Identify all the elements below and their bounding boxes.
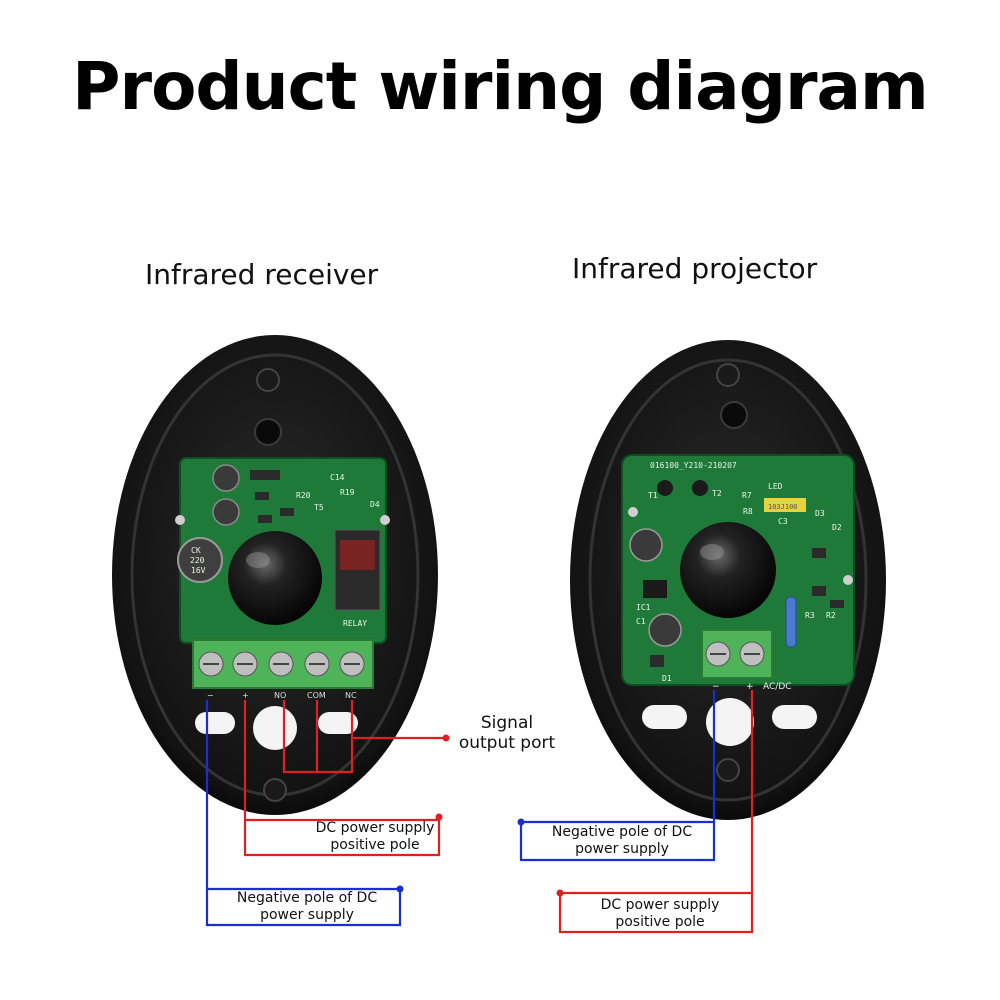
pcb-mark: CK (191, 546, 201, 555)
pcb-mark: C3 (778, 517, 788, 526)
cable-hole (253, 706, 297, 750)
terminal-label: + (242, 691, 249, 700)
pcb-mark: R20 (296, 491, 311, 500)
capacitor (629, 528, 663, 562)
pcb-mark: R2 (826, 611, 836, 620)
page-title: Product wiring diagram (72, 48, 929, 125)
pcb-mark: D2 (832, 523, 842, 532)
cable-hole (706, 698, 754, 746)
terminal-label: NO (274, 691, 286, 700)
smd-component (280, 508, 294, 516)
smd-component (258, 515, 272, 523)
relay-label-area (340, 540, 375, 570)
receiver-label: Infrared receiver (145, 258, 379, 291)
transistor (692, 480, 708, 496)
pcb-mark: RELAY (343, 619, 367, 628)
projector-wires (517, 690, 754, 934)
receiver-terminal-screws (198, 651, 365, 677)
pcb-mark: D3 (815, 509, 825, 518)
capacitor (212, 498, 240, 526)
receiver-wires (205, 700, 450, 927)
large-capacitor (177, 537, 223, 583)
projector-top-screw-hole (716, 363, 740, 387)
pcb-mark: T1 (648, 491, 658, 500)
resistor (785, 596, 797, 648)
projector-ir-lens (680, 522, 776, 618)
tx-negative-wire (519, 690, 716, 862)
cable-slot (642, 705, 687, 729)
diode (812, 586, 826, 596)
pcb-mark: R3 (805, 611, 815, 620)
receiver-top-screw-hole (256, 368, 280, 392)
receiver-mount-hole (254, 418, 282, 446)
smd-component (255, 492, 269, 500)
projector-pcb-screw (843, 575, 853, 585)
pcb-mark: C1 (636, 617, 646, 626)
projector-label: Infrared projector (572, 252, 818, 285)
pcb-mark: R19 (340, 488, 355, 497)
signal-endpoint (442, 734, 450, 742)
cable-slot (318, 712, 358, 734)
pcb-mark: LED (768, 482, 783, 491)
terminal-label: − (712, 682, 720, 692)
rx-negative-wire (205, 700, 402, 927)
terminal-label: COM (307, 691, 326, 700)
cable-slot (772, 705, 817, 729)
pcb-mark: 220 (190, 556, 205, 565)
cable-slot (195, 712, 235, 734)
rx-positive-wire (243, 700, 441, 857)
resistor-smd (830, 600, 844, 608)
pcb-mark: T2 (712, 489, 722, 498)
receiver-pcb-screw (380, 515, 390, 525)
tx-positive-wire (558, 690, 754, 934)
pcb-mark: R7 (742, 491, 752, 500)
terminal-label: + (746, 682, 754, 692)
terminal-label: − (207, 691, 214, 700)
pcb-mark: R8 (743, 507, 753, 516)
pcb-mark: C14 (330, 473, 345, 482)
pcb-mark: T5 (314, 503, 324, 512)
projector-housing-rim (588, 358, 868, 802)
receiver-bottom-screw-hole (263, 778, 287, 802)
pcb-mark: 16V (191, 566, 206, 575)
terminal-label: AC/DC (763, 682, 792, 692)
diode-d1 (650, 655, 664, 667)
pcb-mark: IC1 (636, 603, 651, 612)
receiver-ir-lens (228, 531, 322, 625)
projector-pcb-screw (628, 507, 638, 517)
terminal-label: NC (345, 691, 357, 700)
receiver-pcb-screw (175, 515, 185, 525)
projector-mount-hole (720, 401, 748, 429)
receiver-device: CK 220 16V RELAY R19 R20 D4 C14 T5 − (112, 335, 438, 815)
pcb-mark: 016100_Y210-210207 (650, 461, 737, 470)
capacitor (648, 613, 682, 647)
pcb-mark: D4 (370, 500, 380, 509)
diode (812, 548, 826, 558)
transistor (657, 480, 673, 496)
ic-chip (250, 470, 280, 480)
capacitor (212, 464, 240, 492)
pcb-mark: 103J100 (768, 503, 798, 511)
ic1-chip (643, 580, 667, 598)
film-capacitor (764, 498, 806, 512)
rx-positive-endpoint (435, 813, 443, 821)
projector-bottom-screw-hole (716, 758, 740, 782)
pcb-mark: D1 (662, 674, 672, 683)
projector-device: 016100_Y210-210207 LED T1 T2 R7 R8 C3 D3… (570, 340, 886, 820)
